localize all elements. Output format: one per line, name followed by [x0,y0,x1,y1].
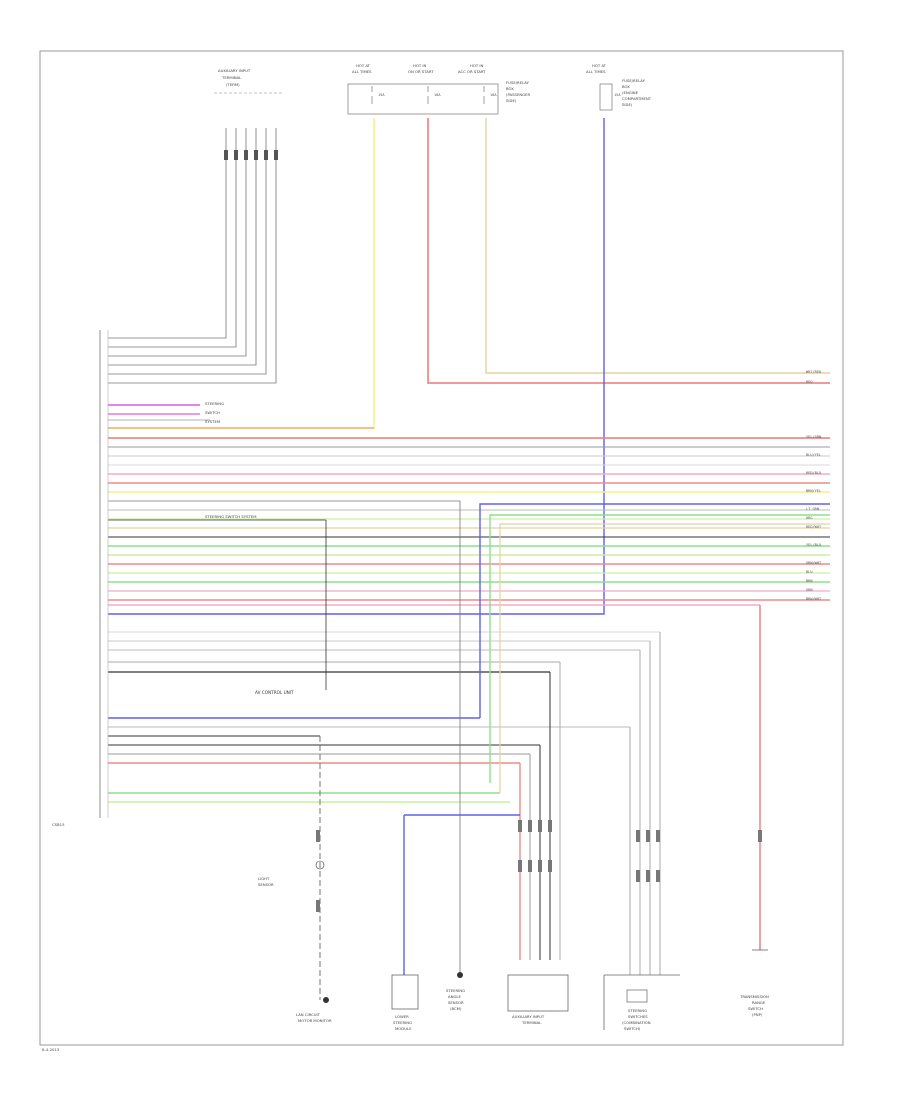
c3-l2: ANGLE [448,994,461,999]
rw-0: WHT/RED [806,370,821,374]
bottom-component-c5: STEERING SWITCHES (COMBINATION SWITCH) [603,974,680,1031]
wire-red-feed [427,118,830,384]
bottom-component-c3: STEERING ANGLE SENSOR (BCM) [446,972,465,1011]
c7-l2: SENSOR [258,882,274,887]
rw-13: BRN/WHT [806,597,822,601]
c2-l1: LOWER [395,1014,409,1019]
rw-2: YEL/GRN [806,435,821,439]
rw-12: GRN [806,588,813,592]
right-wire-labels: WHT/RED RED YEL/GRN BLU/YEL RED/BLU BRN/… [806,370,822,601]
page-ref: 6-4-2013 [42,1047,60,1052]
fb1-h1: HOT AT [356,63,371,68]
bottom-component-c7: LIGHT SENSOR [258,860,325,887]
c3-l1: STEERING [446,988,465,993]
c5-l2: SWITCHES [628,1014,648,1019]
fb1-h4: ON OR START [408,69,434,74]
fb1-h6: ACC OR START [458,69,486,74]
c6-l1: TRANSMISSION [739,994,769,999]
rw-5: BRN/YEL [806,489,821,493]
c4-l1: AUXILIARY INPUT [512,1014,545,1019]
rw-14: ORG [806,516,813,520]
fb1-side-4: SIDE) [506,98,517,103]
fb2-side-2: BOX [622,84,630,89]
c4-l2: TERMINAL [521,1020,542,1025]
fb2-h2: ALL TIMES [586,69,606,74]
fb1-side-1: FUSE/RELAY [506,80,530,85]
aux-label-1: AUXILIARY INPUT [218,68,251,73]
fb2-side-4: COMPARTMENT [622,96,652,101]
fuse-1: 15A [378,93,385,97]
aux-label-2: TERMINAL [221,75,242,80]
c5-l1: STEERING [628,1008,647,1013]
c6-l2: RANGE [752,1000,766,1005]
aux-bundle-pins [224,150,278,160]
rw-6: LT GRN [806,507,819,511]
fuse-2: 10A [434,93,441,97]
fb1-side-3: (PASSENGER [506,92,531,97]
rw-1: RED [806,380,813,384]
fb2-side-5: SIDE) [622,102,633,107]
fb2-h1: HOT AT [592,63,607,68]
c3-l4: (BCM) [450,1006,462,1011]
harness-vertical [108,501,830,1000]
bottom-component-c2: LOWER STEERING MODULE [391,974,419,1031]
wire-blue-feed [108,118,605,615]
fuse-3: 10A [490,93,497,97]
fb2-side-3: (ENGINE [622,90,639,95]
aux-bundle [108,128,277,384]
c7-l1: LIGHT [258,876,270,881]
diagram-border [39,50,844,1046]
rw-7: RED/WHT [806,525,822,529]
rw-9: GRN/WHT [806,561,822,565]
aux-label-3: (TERM) [226,82,240,87]
ground-bus-label: STEERING SWITCH SYSTEM [205,514,257,519]
fuse-4: 15A [614,93,621,97]
c1-l1: LAN CIRCUIT [296,1012,321,1017]
fb1-side-2: BOX [506,86,514,91]
fb2-side-1: FUSE/RELAY [622,78,646,83]
c5-l3: (COMBINATION [622,1020,651,1025]
wire-yellow-feed [108,118,375,429]
connector-left: CSB15 STEERING SWITCH SYSTEM STEERING SW… [52,330,294,827]
c1-l2: MOTOR MONITOR [298,1018,332,1023]
fb1-h2: ALL TIMES [352,69,372,74]
c2-l2: STEERING [393,1020,412,1025]
fuse-block-passenger: HOT AT ALL TIMES HOT IN ON OR START HOT … [347,63,531,115]
c5-l4: SWITCH) [624,1026,641,1031]
rw-3: BLU/YEL [806,453,821,457]
c6-l3: SWITCH [748,1006,763,1011]
multi-label-2: SWITCH [205,410,220,415]
c3-l3: SENSOR [448,1000,464,1005]
bottom-component-c1: LAN CIRCUIT MOTOR MONITOR [296,997,332,1023]
fb1-h3: HOT IN [413,63,426,68]
harness-horizontal [108,404,830,803]
connector-marks [316,820,762,912]
multi-label-3: SYSTEM [205,419,220,424]
connector-left-label: CSB15 [52,822,65,827]
fuse-block-engine: HOT AT ALL TIMES 15A FUSE/RELAY BOX (ENG… [586,63,652,111]
rw-10: BLU [806,570,813,574]
c6-l4: (PNP) [752,1012,763,1017]
bottom-component-c4: AUXILIARY INPUT TERMINAL [507,974,569,1025]
multi-label-1: STEERING [205,401,224,406]
rw-11: BRN [806,579,813,583]
module-name: AV CONTROL UNIT [255,690,294,695]
rw-8: YEL/BLU [806,543,821,547]
c2-l3: MODULE [395,1026,412,1031]
bottom-component-c6: TRANSMISSION RANGE SWITCH (PNP) [739,949,769,1017]
aux-input-terminal: AUXILIARY INPUT TERMINAL (TERM) [214,68,282,94]
rw-4: RED/BLU [806,471,821,475]
fb1-h5: HOT IN [470,63,483,68]
wire-tan-feed [485,118,830,374]
